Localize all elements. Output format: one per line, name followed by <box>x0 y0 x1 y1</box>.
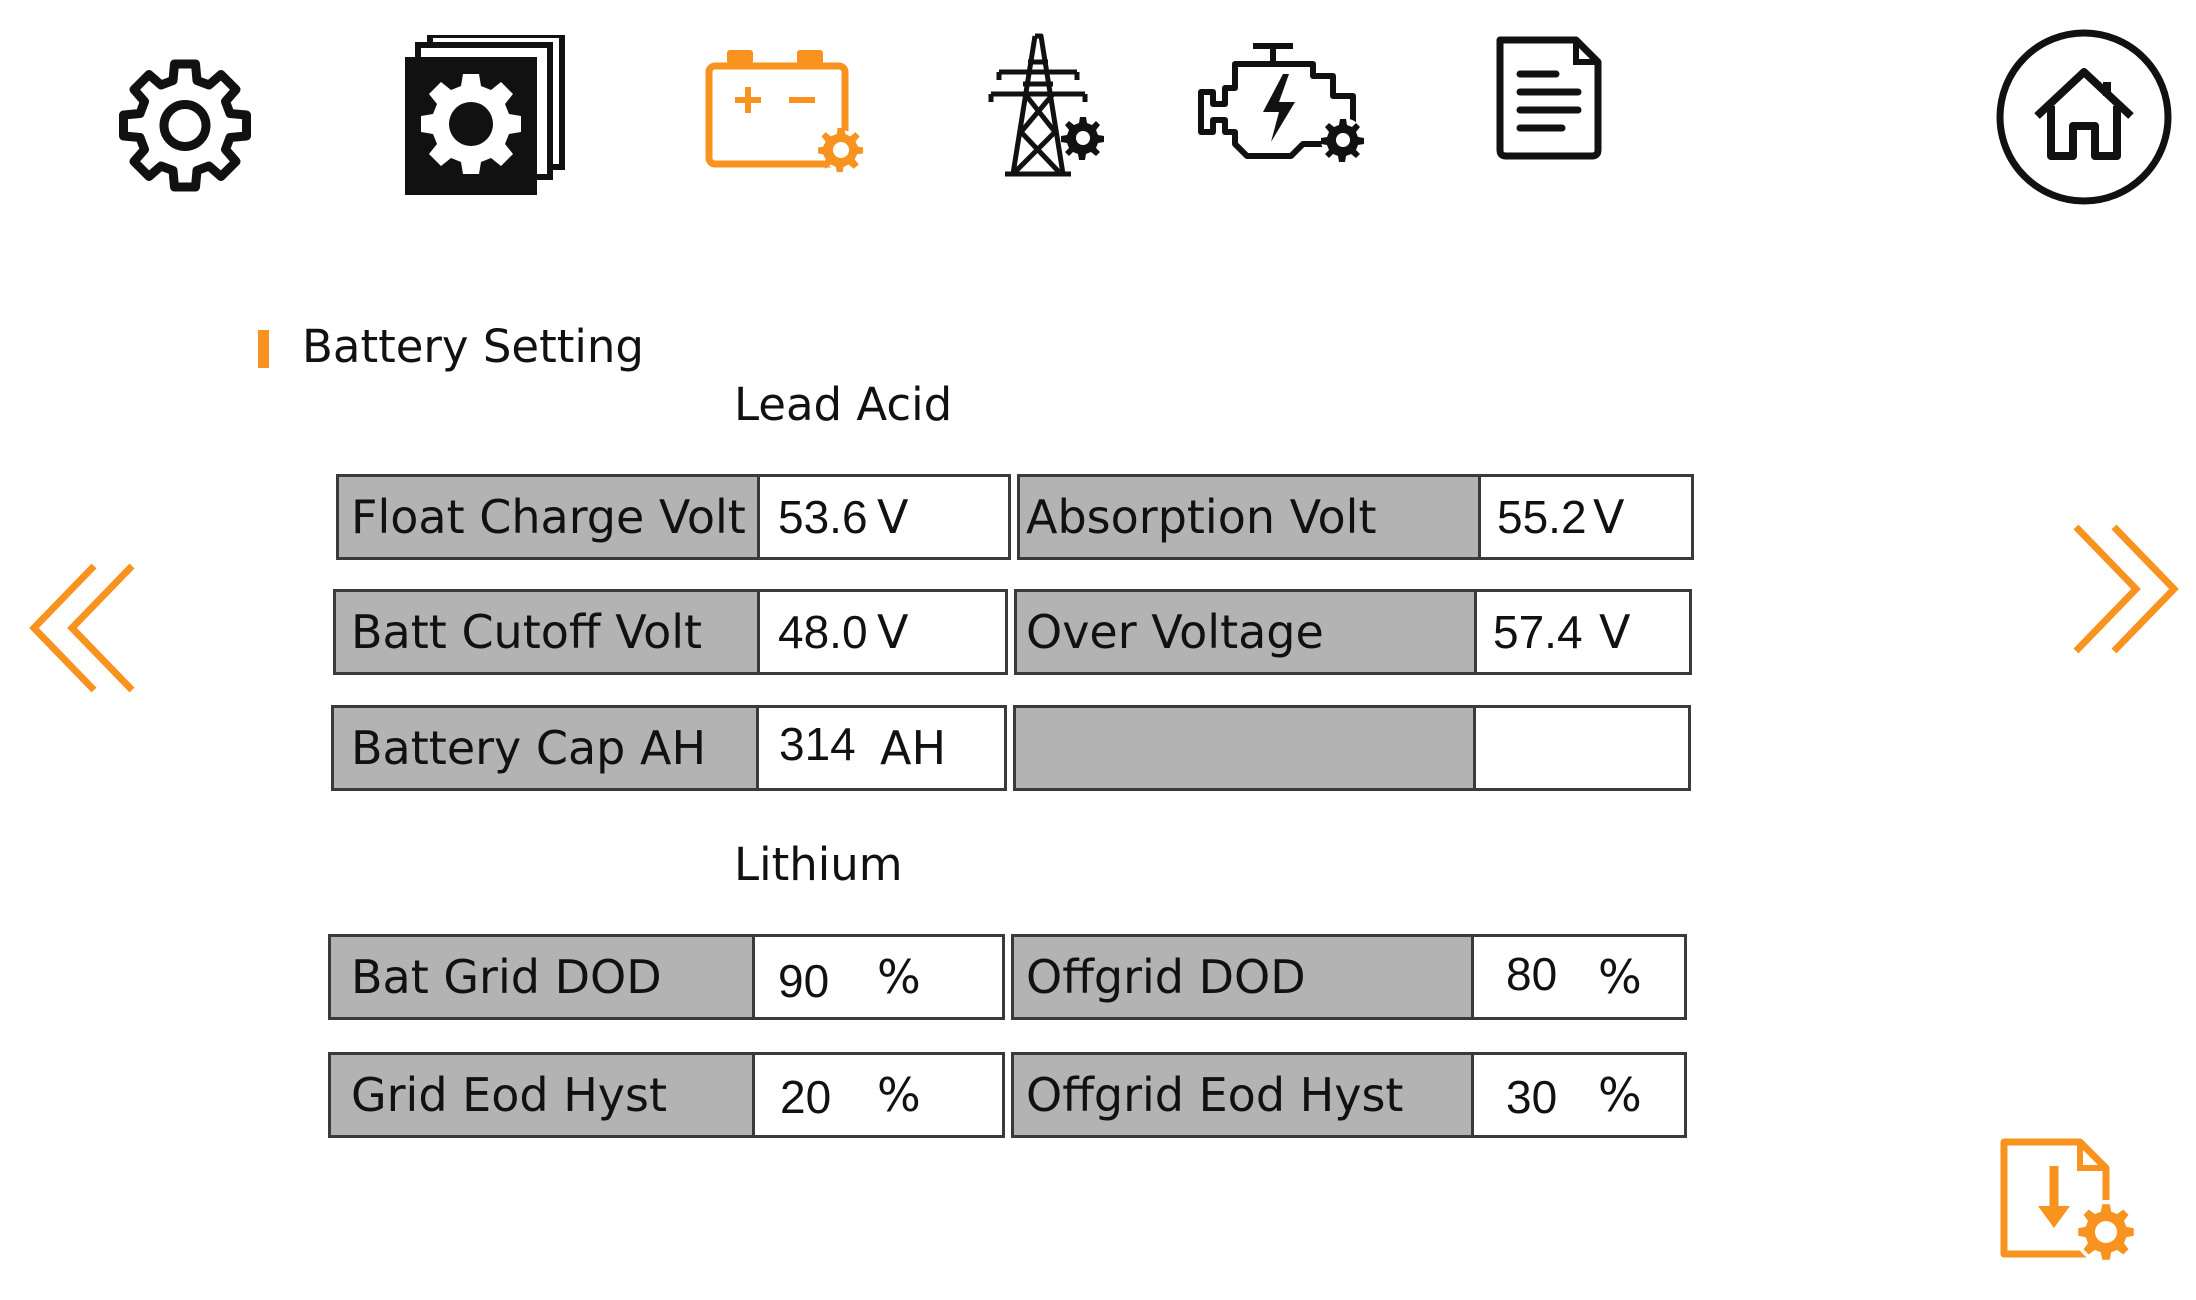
setting-label: Offgrid DOD <box>1011 934 1474 1020</box>
section-title: Battery Setting <box>302 320 644 373</box>
setting-label: Bat Grid DOD <box>328 934 755 1020</box>
setting-label: Offgrid Eod Hyst <box>1011 1052 1474 1138</box>
setting-value-field[interactable] <box>1473 705 1691 791</box>
setting-label: Over Voltage <box>1014 589 1477 675</box>
setting-value-field[interactable]: 20 % <box>752 1052 1005 1138</box>
setting-value-field[interactable]: 314 AH <box>756 705 1007 791</box>
lead-acid-title: Lead Acid <box>734 378 953 431</box>
stacked-gear-icon[interactable] <box>400 35 570 200</box>
chevron-double-left-icon[interactable] <box>22 562 137 697</box>
setting-unit: % <box>1598 950 1642 1004</box>
setting-unit: V <box>1599 605 1631 659</box>
setting-value: 53.6 <box>778 491 868 543</box>
setting-value: 314 <box>779 718 856 770</box>
download-settings-icon[interactable] <box>1998 1136 2143 1266</box>
setting-unit: V <box>877 605 909 659</box>
setting-value-field[interactable]: 30 % <box>1471 1052 1687 1138</box>
setting-value-field[interactable]: 80 % <box>1471 934 1687 1020</box>
setting-value: 57.4 <box>1493 606 1583 658</box>
grid-tower-settings-icon[interactable] <box>985 32 1105 182</box>
setting-unit: V <box>1593 490 1625 544</box>
setting-value-field[interactable]: 57.4 V <box>1474 589 1692 675</box>
setting-unit: V <box>877 490 909 544</box>
home-icon[interactable] <box>1995 28 2173 206</box>
setting-unit: AH <box>880 721 947 775</box>
chevron-double-right-icon[interactable] <box>2072 523 2187 658</box>
setting-value: 55.2 <box>1497 491 1587 543</box>
setting-unit: % <box>1598 1068 1642 1122</box>
gear-icon[interactable] <box>110 55 260 205</box>
setting-value-field[interactable]: 48.0 V <box>757 589 1008 675</box>
generator-engine-settings-icon[interactable] <box>1195 40 1370 165</box>
setting-label: Battery Cap AH <box>331 705 759 791</box>
section-accent-bar <box>258 330 269 368</box>
setting-value: 30 <box>1506 1071 1558 1123</box>
battery-settings-icon[interactable] <box>705 48 875 178</box>
setting-label: Grid Eod Hyst <box>328 1052 755 1138</box>
setting-label: Batt Cutoff Volt <box>333 589 760 675</box>
setting-label: Float Charge Volt <box>336 474 760 560</box>
setting-value: 20 <box>780 1071 832 1123</box>
setting-value-field[interactable]: 90 % <box>752 934 1005 1020</box>
setting-unit: % <box>877 950 921 1004</box>
setting-value: 48.0 <box>778 606 868 658</box>
setting-label <box>1013 705 1476 791</box>
setting-value-field[interactable]: 53.6 V <box>757 474 1011 560</box>
setting-unit: % <box>877 1068 921 1122</box>
setting-value-field[interactable]: 55.2 V <box>1478 474 1694 560</box>
setting-label: Absorption Volt <box>1017 474 1481 560</box>
lithium-title: Lithium <box>734 838 903 891</box>
setting-value: 90 <box>778 955 830 1007</box>
document-icon[interactable] <box>1492 36 1607 161</box>
setting-value: 80 <box>1506 948 1558 1000</box>
